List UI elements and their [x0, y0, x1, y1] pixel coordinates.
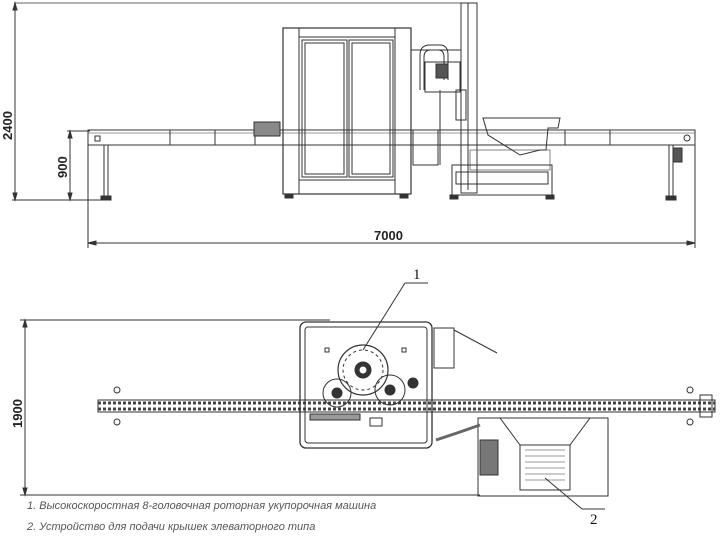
caption-item-2: 2. Устройство для подачи крышек элеватор… [27, 521, 316, 533]
dim-7000-label: 7000 [374, 228, 403, 243]
conveyor-front [87, 121, 696, 201]
callout-2: 2 [544, 477, 605, 528]
callout-2-label: 2 [590, 512, 598, 528]
capping-machine-top [299, 321, 498, 449]
dim-2400-label: 2400 [0, 111, 15, 140]
caption-item-1: 1. Высокоскоростная 8-головочная роторна… [27, 500, 377, 512]
front-view: 2400 900 7000 [0, 1, 696, 248]
top-view: 1900 [10, 267, 716, 528]
dim-900-label: 900 [55, 156, 70, 178]
callout-1-label: 1 [413, 267, 421, 283]
dim-1900-label: 1900 [10, 399, 25, 428]
capping-machine-cabinet [282, 27, 412, 199]
cap-feeder-top [435, 417, 609, 497]
conveyor-top [97, 386, 716, 426]
cap-elevator-front [411, 2, 561, 200]
callout-1: 1 [362, 267, 428, 351]
